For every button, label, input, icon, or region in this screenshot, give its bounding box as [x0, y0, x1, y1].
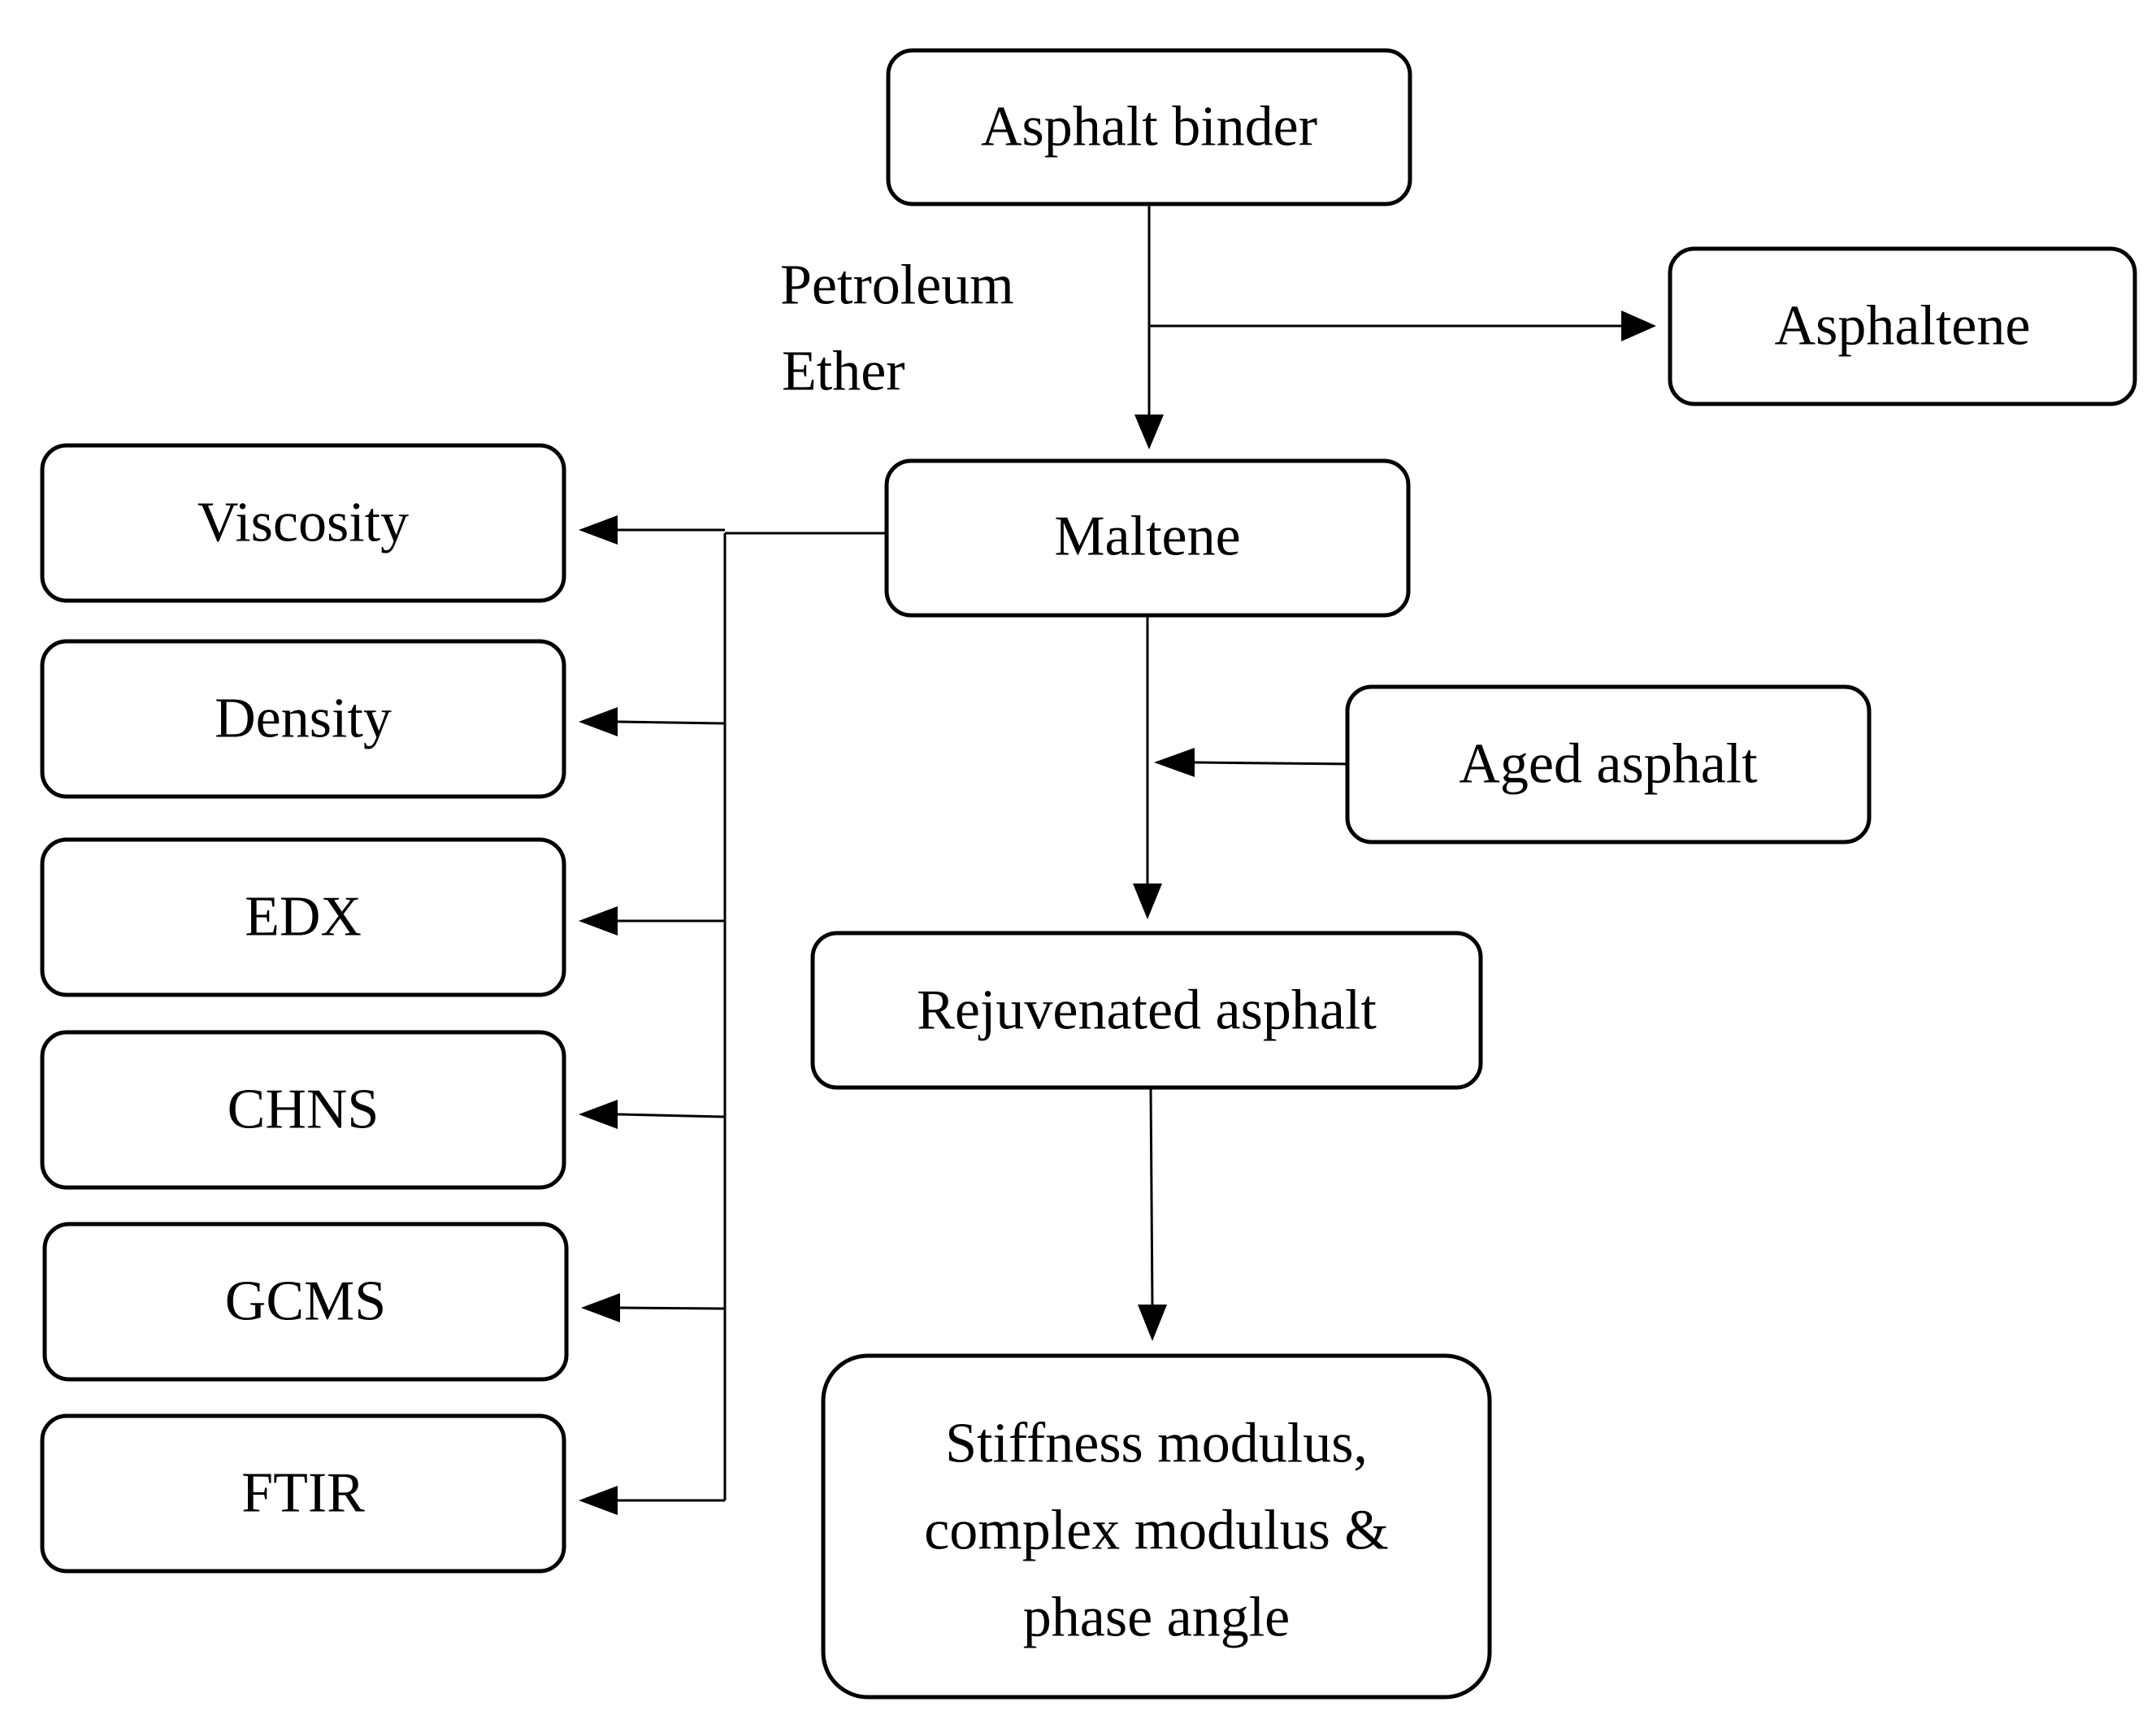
rejuvenated-asphalt-box	[810, 931, 1483, 1090]
arrowhead-to-edx	[579, 906, 618, 936]
properties-label-line-1: Stiffness modulus,	[945, 1413, 1368, 1475]
bus-to-density-line	[617, 720, 726, 725]
arrowhead-to-ftir	[579, 1486, 618, 1515]
ftir-box	[40, 1413, 566, 1574]
bus-to-gcms-line	[619, 1306, 726, 1310]
viscosity-box	[40, 443, 566, 603]
arrowhead-to-properties	[1138, 1305, 1167, 1341]
gcms-label: GCMS	[225, 1270, 386, 1333]
gcms-box	[42, 1222, 569, 1382]
ftir-label: FTIR	[241, 1462, 365, 1525]
arrowhead-to-viscosity	[579, 515, 618, 545]
aged-asphalt-box	[1345, 684, 1872, 844]
maltene-label: Maltene	[1054, 506, 1240, 568]
arrowhead-from-aged-asphalt	[1154, 748, 1195, 777]
solvent-label-line-2: Ether	[782, 341, 905, 403]
solvent-label-line-1: Petroleum	[780, 254, 1014, 317]
arrowhead-to-maltene	[1134, 415, 1164, 449]
arrowhead-to-gcms	[581, 1293, 620, 1322]
arrowhead-to-asphaltene	[1621, 310, 1656, 341]
aged-to-rejuvenated-line	[1194, 761, 1348, 766]
chns-box	[40, 1030, 566, 1190]
edx-label: EDX	[245, 886, 362, 949]
density-label: Density	[215, 688, 392, 750]
bus-to-chns-line	[617, 1113, 726, 1118]
properties-label-line-2: complex modulus &	[924, 1500, 1389, 1562]
density-box	[40, 639, 566, 799]
aged-asphalt-label: Aged asphalt	[1459, 733, 1758, 796]
rejuvenated-to-properties-line	[1149, 1087, 1154, 1309]
asphaltene-box	[1668, 246, 2137, 406]
viscosity-label: Viscosity	[197, 492, 409, 554]
arrowhead-to-chns	[579, 1100, 618, 1129]
properties-label-line-3: phase angle	[1023, 1587, 1290, 1649]
rejuvenated-asphalt-label: Rejuvenated asphalt	[917, 979, 1377, 1042]
arrowhead-to-density	[579, 707, 618, 736]
asphaltene-label: Asphaltene	[1775, 295, 2031, 358]
arrowhead-to-rejuvenated	[1133, 884, 1162, 919]
properties-box	[821, 1353, 1492, 1700]
asphalt-binder-label: Asphalt binder	[981, 96, 1317, 158]
edx-box	[40, 837, 566, 997]
chns-label: CHNS	[228, 1079, 380, 1141]
